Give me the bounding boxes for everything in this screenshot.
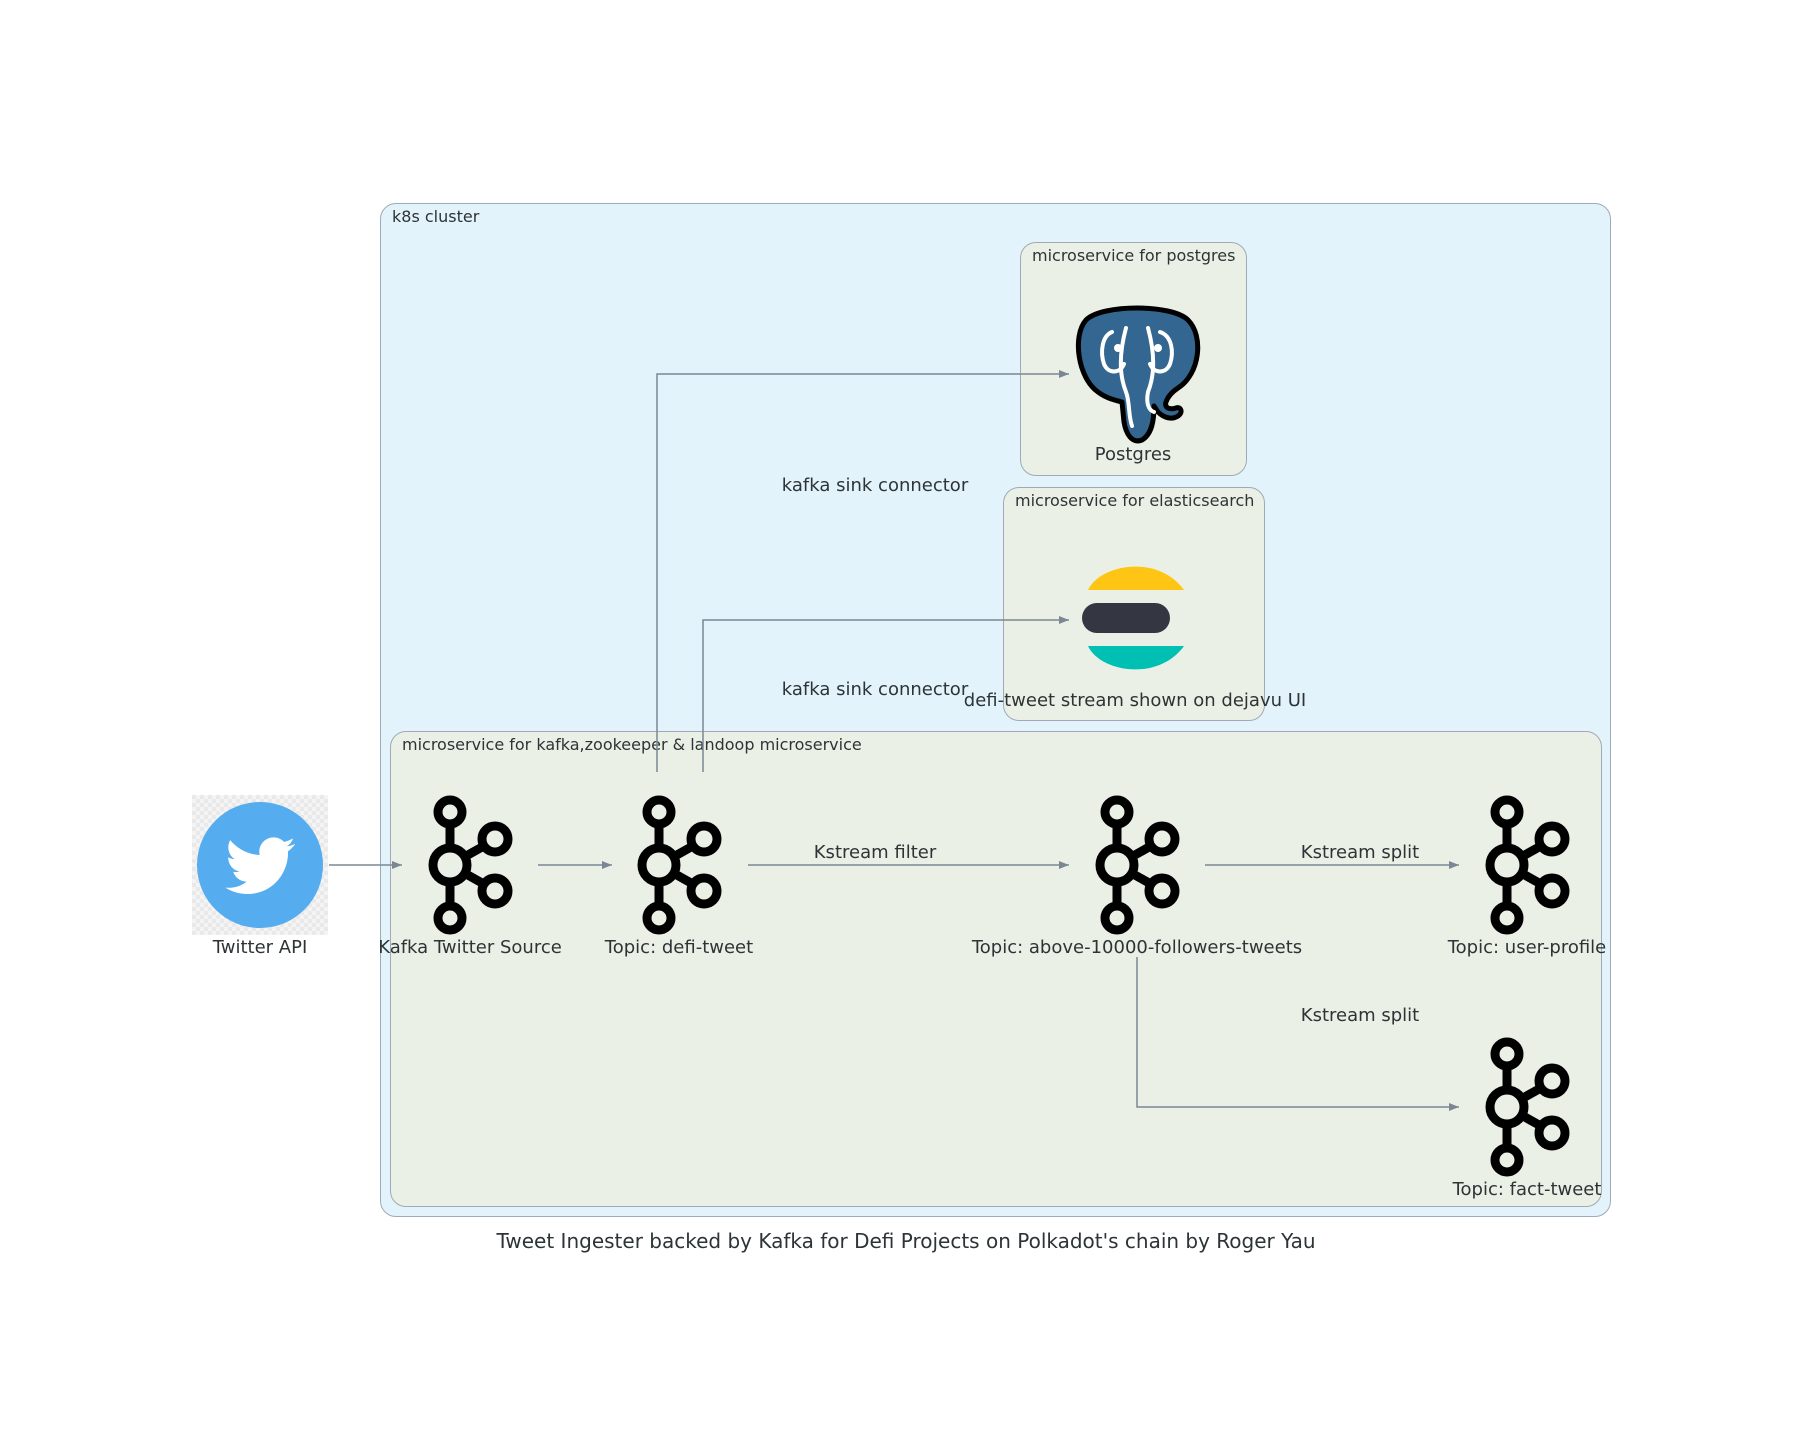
edge-label-kstream-split-user: Kstream split: [1300, 842, 1420, 863]
edge-label-sink-postgres: kafka sink connector: [781, 475, 969, 496]
kafka-icon: [1482, 795, 1572, 939]
topic-above-10000-label: Topic: above-10000-followers-tweets: [971, 937, 1303, 958]
edge-label-kstream-filter: Kstream filter: [813, 842, 937, 863]
edge-kstream-split-fact: [1136, 957, 1459, 1111]
kafka-twitter-source-label: Kafka Twitter Source: [378, 937, 562, 958]
elasticsearch-icon: [1080, 560, 1190, 676]
postgres-cluster-label: microservice for postgres: [1032, 246, 1236, 265]
edge-label-kstream-split-fact: Kstream split: [1300, 1005, 1420, 1026]
kafka-cluster: microservice for kafka,zookeeper & lando…: [390, 731, 1602, 1207]
kafka-icon: [425, 795, 515, 939]
twitter-icon: [192, 795, 328, 935]
k8s-cluster-label: k8s cluster: [392, 207, 480, 226]
postgres-icon: [1068, 302, 1206, 444]
edge-topic-to-postgres: [656, 370, 1069, 772]
postgres-label: Postgres: [1094, 444, 1172, 465]
topic-fact-tweet-label: Topic: fact-tweet: [1452, 1179, 1602, 1200]
edge-label-sink-elasticsearch: kafka sink connector: [781, 679, 969, 700]
kafka-icon: [1482, 1037, 1572, 1181]
diagram-title: Tweet Ingester backed by Kafka for Defi …: [496, 1229, 1316, 1253]
kafka-cluster-label: microservice for kafka,zookeeper & lando…: [402, 735, 862, 754]
kafka-icon: [634, 795, 724, 939]
kafka-icon: [1092, 795, 1182, 939]
elasticsearch-label: defi-tweet stream shown on dejavu UI: [963, 690, 1307, 711]
topic-user-profile-label: Topic: user-profile: [1447, 937, 1607, 958]
edge-topic-to-elasticsearch: [702, 616, 1069, 772]
twitter-api-label: Twitter API: [212, 937, 308, 958]
topic-defi-tweet-label: Topic: defi-tweet: [604, 937, 754, 958]
elasticsearch-cluster-label: microservice for elasticsearch: [1015, 491, 1255, 510]
